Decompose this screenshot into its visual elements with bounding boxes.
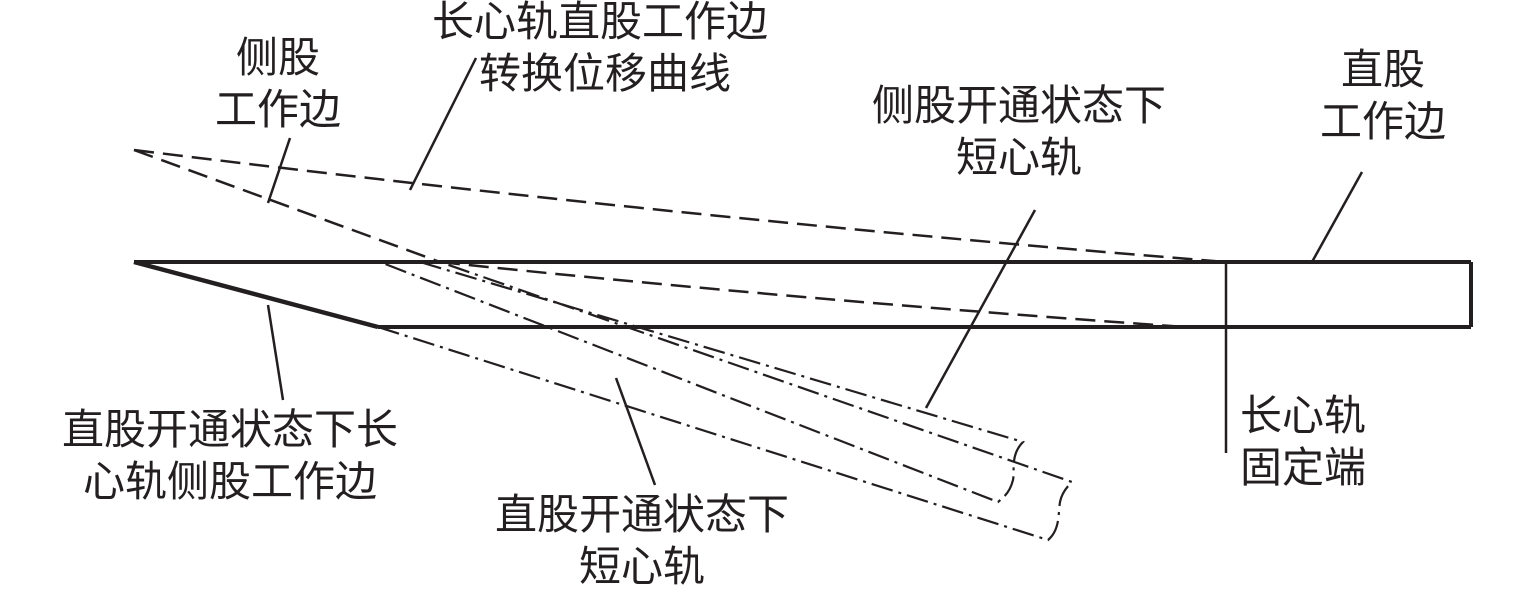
short-rail-straight-open <box>377 260 1075 542</box>
label-line: 短心轨 <box>579 542 706 591</box>
label-side-open-short-rail: 侧股开通状态下 短心轨 <box>872 80 1166 184</box>
label-long-rail-fixed-end: 长心轨 固定端 <box>1240 390 1366 494</box>
label-line: 长心轨直股工作边 <box>432 0 769 46</box>
short-rail-side-open <box>379 260 1026 504</box>
leader-side-work-edge <box>266 137 292 204</box>
leader-long-rail-curve <box>408 57 478 191</box>
long-rail-displacement-lower-curve <box>439 260 1186 329</box>
label-long-rail-curve: 长心轨直股工作边 转换位移曲线 <box>432 0 768 100</box>
leader-straight-open-long-rail <box>266 304 285 401</box>
side-work-edge-line <box>133 148 441 264</box>
label-line: 长心轨 <box>1240 391 1367 440</box>
leader-straight-open-short-rail <box>614 377 657 486</box>
label-line: 直股开通状态下长 <box>62 405 399 454</box>
label-side-work-edge: 侧股 工作边 <box>215 32 341 136</box>
long-rail-displacement-curve <box>133 148 1227 264</box>
label-line: 工作边 <box>1320 97 1447 146</box>
label-line: 心轨侧股工作边 <box>83 457 378 506</box>
label-straight-open-long-rail-side: 直股开通状态下长 心轨侧股工作边 <box>62 404 398 508</box>
label-line: 固定端 <box>1240 443 1367 492</box>
long-rail-side-work-edge <box>133 259 379 330</box>
label-straight-work-edge: 直股 工作边 <box>1320 44 1446 148</box>
label-line: 短心轨 <box>956 133 1083 182</box>
label-line: 侧股开通状态下 <box>872 81 1167 130</box>
label-line: 直股开通状态下 <box>495 490 790 539</box>
label-line: 侧股 <box>236 33 321 82</box>
leader-straight-work-edge <box>1310 171 1364 263</box>
label-line: 工作边 <box>215 85 342 134</box>
leader-side-open-short-rail <box>924 209 1037 409</box>
label-straight-open-short-rail: 直股开通状态下 短心轨 <box>495 489 789 593</box>
label-line: 转换位移曲线 <box>479 49 732 98</box>
label-line: 直股 <box>1341 45 1426 94</box>
